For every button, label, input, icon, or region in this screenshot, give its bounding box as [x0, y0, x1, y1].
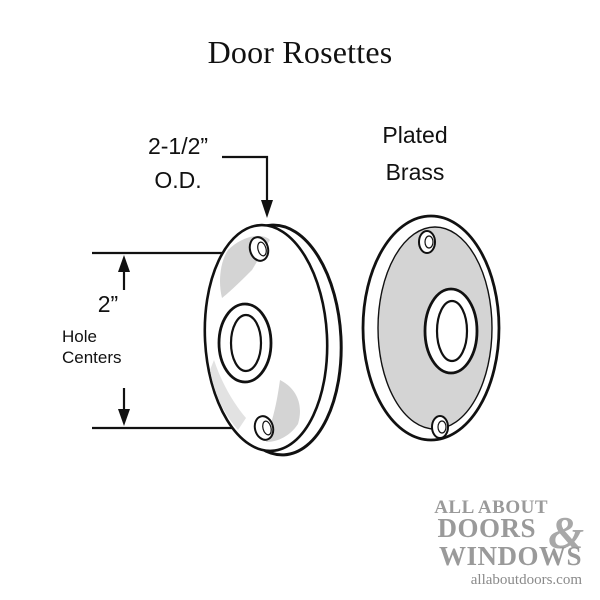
rosette-left	[203, 223, 343, 457]
down-arrow-icon	[118, 409, 130, 426]
page-title: Door Rosettes	[207, 34, 393, 70]
finish-line2-label: Brass	[385, 159, 445, 185]
od-value-label: 2-1/2”	[147, 133, 209, 159]
od-unit-label: O.D.	[154, 167, 202, 193]
od-arrow-icon	[261, 200, 273, 218]
logo-ampersand: &	[548, 507, 584, 558]
up-arrow-icon	[118, 255, 130, 272]
hole-centers-line2-label: Centers	[62, 348, 122, 367]
logo-line2: DOORS	[437, 513, 536, 543]
logo-line3: WINDOWS	[438, 541, 582, 571]
hole-centers-value-label: 2”	[97, 291, 119, 317]
hole-centers-line1-label: Hole	[62, 327, 97, 346]
od-leader-line	[222, 155, 269, 205]
rosette-right	[361, 214, 501, 442]
logo-url: allaboutdoors.com	[470, 572, 582, 588]
logo-line1: ALL ABOUT	[434, 497, 548, 518]
finish-line1-label: Plated	[382, 122, 448, 148]
